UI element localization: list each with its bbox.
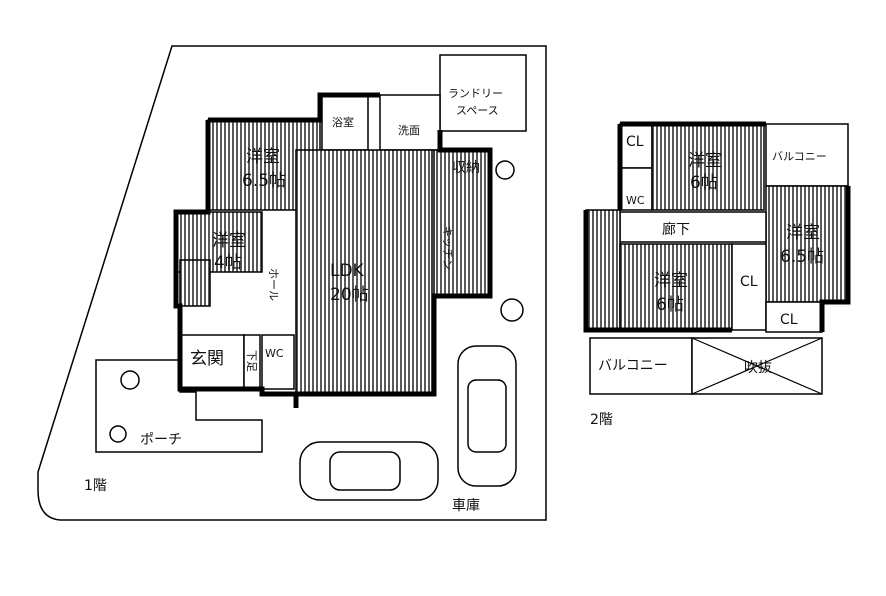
porch-label: ポーチ <box>140 432 182 448</box>
void-cross-2 <box>691 337 823 395</box>
laundry-label-2: スペース <box>456 104 499 117</box>
western-6-bottom-name: 洋室 <box>654 271 688 291</box>
floor1-caption: 1階 <box>84 478 107 494</box>
stairs-2f <box>585 209 621 331</box>
car-1 <box>299 441 439 501</box>
balcony-top <box>765 123 849 187</box>
ldk-name: LDK <box>330 261 365 281</box>
western-6-5-name-2f: 洋室 <box>786 223 820 243</box>
balcony-bottom-label: バルコニー <box>598 358 668 374</box>
floor2-plan: CL WC 洋室 6帖 バルコニー 廊下 洋室 6.5帖 洋室 6帖 CL CL… <box>583 121 851 428</box>
kitchen-label: キッチン <box>441 226 454 270</box>
ldk-room <box>295 149 433 395</box>
garage-label: 車庫 <box>452 497 480 514</box>
wash-label: 洗面 <box>398 124 420 137</box>
laundry-room <box>439 54 527 132</box>
western-6-5-name: 洋室 <box>246 147 280 167</box>
porch-outline <box>95 359 263 453</box>
western-6-top-name: 洋室 <box>688 151 722 171</box>
site-boundary <box>37 45 547 521</box>
corridor-2f <box>619 211 767 243</box>
cl-top-label: CL <box>626 134 644 150</box>
balcony-bottom <box>589 337 693 395</box>
wash-room <box>379 94 441 151</box>
corridor-label: 廊下 <box>662 221 690 238</box>
balcony-top-label: バルコニー <box>772 150 827 163</box>
laundry-label-1: ランドリー <box>448 87 503 100</box>
outer-walls-1f <box>173 92 493 408</box>
cl-mid-label: CL <box>740 274 758 290</box>
shoebox-label: 下足 <box>245 350 258 372</box>
stairs-1f <box>179 259 211 307</box>
floor2-caption: 2階 <box>590 412 613 428</box>
western-6-bottom-size: 6帖 <box>656 295 684 315</box>
western-room-6-bottom <box>619 243 733 331</box>
cl-bottom <box>765 301 823 333</box>
western-4-size: 4帖 <box>214 253 242 273</box>
outer-walls-2f <box>583 121 851 333</box>
ldk-size: 20帖 <box>330 285 369 305</box>
wc-room <box>261 334 295 390</box>
hall-label: ホール <box>267 268 280 301</box>
bath-label: 浴室 <box>332 115 354 129</box>
floor1-plan: ランドリー スペース 浴室 洗面 洋室 6.5帖 洋室 4帖 LDK 20帖 収… <box>37 45 547 521</box>
western-6-5-size-2f: 6.5帖 <box>780 247 824 267</box>
entrance-label: 玄関 <box>190 349 224 369</box>
storage-label: 収納 <box>452 160 480 176</box>
western-room-6-5-right <box>765 185 849 303</box>
western-room-6-top <box>651 123 765 211</box>
car-2 <box>457 345 517 487</box>
shrubs <box>109 160 524 443</box>
western-6-top-size: 6帖 <box>690 173 718 193</box>
western-4-name: 洋室 <box>212 231 246 251</box>
cl-mid <box>731 243 767 331</box>
void-label: 吹抜 <box>744 360 772 376</box>
wc-2f-label: WC <box>626 194 645 207</box>
wc-label: WC <box>265 347 284 360</box>
cl-bottom-label: CL <box>780 312 798 328</box>
western-6-5-size: 6.5帖 <box>242 171 286 191</box>
